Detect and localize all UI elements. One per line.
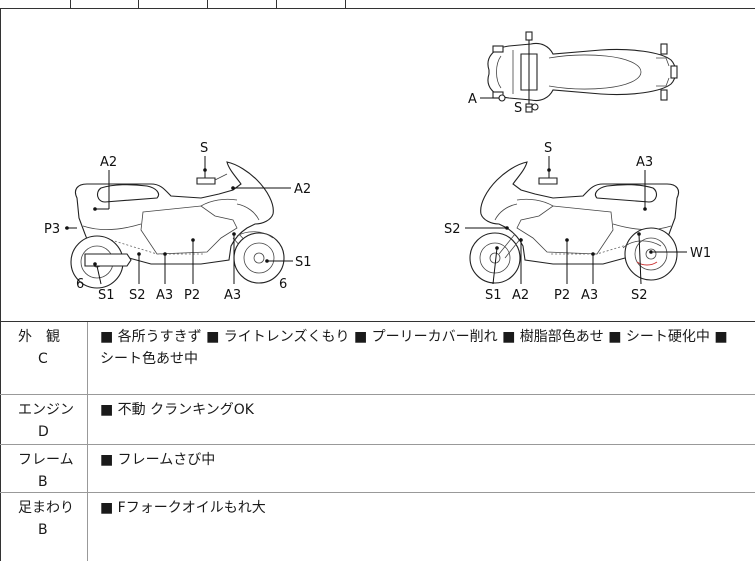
- header-cell-divider: [207, 0, 208, 8]
- callout-bottom-p2: P2: [554, 288, 570, 303]
- condition-grade: C: [38, 351, 48, 367]
- condition-name: フレーム: [18, 452, 74, 468]
- condition-grade: D: [38, 424, 49, 440]
- condition-label: 外 観 C: [0, 322, 88, 394]
- header-cell-divider: [138, 0, 139, 8]
- callout-6-left: 6: [76, 277, 84, 292]
- scooter-top-view: A S: [468, 31, 678, 116]
- header-cell-divider: [345, 0, 346, 8]
- condition-name: エンジン: [18, 402, 74, 418]
- condition-grade: B: [38, 522, 48, 538]
- condition-label: 足まわり B: [0, 493, 88, 561]
- condition-name: 足まわり: [18, 500, 74, 516]
- callout-a2-top: A2: [100, 155, 117, 170]
- header-cell-divider: [276, 0, 277, 8]
- callout-s1-right: S1: [295, 255, 312, 270]
- callout-bottom-a2: A2: [512, 288, 529, 303]
- condition-grade: B: [38, 474, 48, 490]
- callout-bottom-s1: S1: [98, 288, 115, 303]
- callout-bottom-s2: S2: [129, 288, 146, 303]
- callout-w1: W1: [690, 246, 711, 261]
- condition-notes: ■ Fフォークオイルもれ大: [100, 500, 266, 516]
- condition-row-engine: エンジン D ■ 不動 クランキングOK: [0, 395, 755, 445]
- callout-a2-right: A2: [294, 182, 311, 197]
- callout-a3-top: A3: [636, 155, 653, 170]
- callout-s2-left: S2: [444, 222, 461, 237]
- callout-s-top: S: [200, 141, 208, 156]
- callout-p3: P3: [44, 222, 60, 237]
- callout-bottom-a3: A3: [581, 288, 598, 303]
- callout-6-right: 6: [279, 277, 287, 292]
- callout-s-top: S: [544, 141, 552, 156]
- table-left-border: [0, 322, 1, 561]
- header-table-remnant: [0, 0, 755, 9]
- callout-bottom-a3-2: A3: [224, 288, 241, 303]
- scooter-diagram-svg: A S: [44, 31, 711, 303]
- condition-notes: ■ フレームさび中: [100, 452, 216, 468]
- callout-bottom-s1: S1: [485, 288, 502, 303]
- condition-label: エンジン D: [0, 395, 88, 444]
- scooter-left-side-view: A2 S A2 P3 S1 6 6 S1 S2 A3 P2 A3: [44, 141, 312, 303]
- condition-row-suspension: 足まわり B ■ Fフォークオイルもれ大: [0, 493, 755, 561]
- condition-row-exterior: 外 観 C ■ 各所うすきず ■ ライトレンズくもり ■ プーリーカバー削れ ■…: [0, 322, 755, 395]
- condition-notes: ■ 不動 クランキングOK: [100, 402, 254, 418]
- callout-bottom-s2: S2: [631, 288, 648, 303]
- condition-row-frame: フレーム B ■ フレームさび中: [0, 445, 755, 493]
- condition-label: フレーム B: [0, 445, 88, 492]
- callout-a: A: [468, 92, 477, 107]
- condition-notes: ■ 各所うすきず ■ ライトレンズくもり ■ プーリーカバー削れ ■ 樹脂部色あ…: [100, 329, 733, 367]
- callout-bottom-p2: P2: [184, 288, 200, 303]
- callout-s: S: [514, 101, 522, 116]
- scooter-damage-diagram: A S: [0, 8, 755, 322]
- callout-bottom-a3: A3: [156, 288, 173, 303]
- scooter-right-side-view: S A3 S2 W1 S1 A2 P2 A3 S2: [444, 141, 711, 303]
- condition-name: 外 観: [18, 329, 60, 345]
- header-cell-divider: [70, 0, 71, 8]
